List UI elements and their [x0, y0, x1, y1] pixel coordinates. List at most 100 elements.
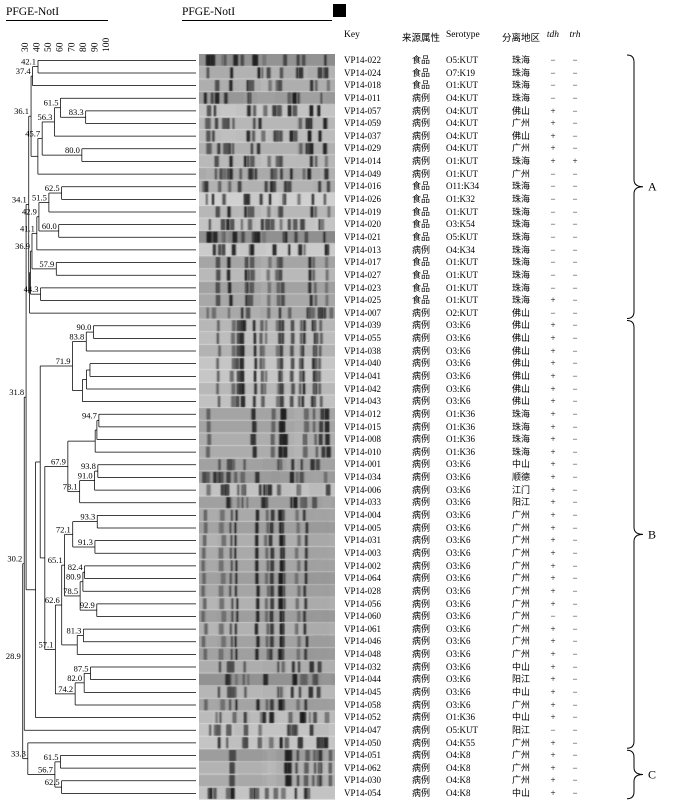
similarity-label: 28.9: [6, 651, 21, 661]
corner-marker: [333, 4, 346, 17]
cell-region: 珠海: [511, 231, 530, 242]
cell-region: 广州: [511, 547, 530, 558]
cell-region: 广州: [511, 636, 530, 647]
cell-serotype: O11:K34: [446, 181, 480, 192]
cell-trh: −: [572, 383, 578, 394]
cell-region: 佛山: [511, 358, 530, 369]
cell-region: 珠海: [511, 181, 530, 192]
cell-region: 珠海: [511, 206, 530, 217]
column-header-key: Key: [344, 30, 360, 40]
column-header-trh: trh: [569, 30, 581, 40]
cell-region: 广州: [511, 775, 530, 786]
cell-trh: −: [572, 724, 578, 735]
cell-region: 珠海: [511, 269, 530, 280]
cell-serotype: O3:K6: [446, 497, 471, 508]
cell-tdh: +: [550, 598, 556, 609]
cell-region: 佛山: [511, 333, 530, 344]
cell-tdh: +: [550, 687, 556, 697]
cell-serotype: O3:K6: [446, 547, 471, 558]
cell-trh: −: [572, 345, 578, 356]
cell-region: 佛山: [511, 320, 530, 331]
cell-tdh: +: [550, 762, 556, 773]
cell-source: 病例: [411, 560, 430, 571]
cell-key: VP14-006: [344, 484, 382, 495]
cluster-brace-A: [626, 54, 644, 319]
cell-region: 佛山: [511, 105, 530, 116]
cell-region: 广州: [511, 699, 530, 710]
cell-trh: −: [572, 573, 578, 584]
cell-serotype: O1:KUT: [446, 269, 478, 280]
cell-tdh: +: [550, 320, 556, 331]
scale-tick-label: 80: [79, 42, 89, 52]
cell-key: VP14-011: [344, 92, 381, 103]
cell-source: 病例: [411, 497, 430, 508]
similarity-label: 67.9: [51, 456, 66, 466]
similarity-label: 65.1: [48, 555, 63, 565]
cell-tdh: +: [550, 333, 556, 344]
cell-serotype: O3:K6: [446, 510, 471, 521]
cell-source: 食品: [411, 282, 430, 293]
cell-region: 广州: [511, 168, 530, 179]
cell-region: 佛山: [511, 396, 530, 407]
similarity-label: 34.1: [12, 195, 27, 205]
column-header-tdh: tdh: [546, 30, 560, 40]
cell-source: 病例: [411, 143, 430, 154]
cluster-brace-C: [626, 749, 644, 800]
cell-source: 病例: [411, 522, 430, 533]
cell-region: 珠海: [511, 408, 530, 419]
cell-serotype: O1:KUT: [446, 206, 478, 217]
cell-source: 病例: [411, 598, 430, 609]
cell-serotype: O4:K8: [446, 762, 471, 773]
cell-key: VP14-008: [344, 434, 382, 445]
cell-source: 病例: [411, 775, 430, 786]
cell-trh: −: [572, 396, 578, 407]
similarity-label: 90.0: [77, 322, 92, 332]
cell-key: VP14-028: [344, 585, 382, 596]
cell-region: 珠海: [511, 446, 530, 457]
cell-source: 病例: [411, 484, 430, 495]
cell-source: 病例: [411, 434, 430, 445]
cell-tdh: +: [550, 408, 556, 419]
cell-key: VP14-021: [344, 231, 382, 242]
cell-key: VP14-019: [344, 206, 382, 217]
cell-serotype: O3:K6: [446, 560, 471, 571]
cell-trh: −: [572, 55, 578, 65]
cell-serotype: O3:K6: [446, 649, 471, 660]
cell-source: 病例: [411, 510, 430, 521]
cell-region: 广州: [511, 118, 530, 129]
cell-key: VP14-054: [344, 788, 382, 799]
cell-source: 病例: [411, 724, 430, 735]
cell-region: 广州: [511, 560, 530, 571]
scale-tick-label: 90: [90, 42, 100, 52]
similarity-label: 42.1: [21, 57, 36, 67]
cell-source: 病例: [411, 661, 430, 672]
cluster-label-C: C: [648, 767, 656, 781]
similarity-label: 91.0: [78, 471, 93, 481]
cell-trh: −: [572, 750, 578, 761]
cell-region: 广州: [511, 737, 530, 748]
similarity-label: 62.5: [45, 183, 60, 193]
cell-tdh: +: [550, 295, 556, 306]
cell-tdh: +: [550, 649, 556, 660]
cell-trh: −: [572, 434, 578, 445]
cell-tdh: −: [550, 168, 556, 179]
cell-source: 病例: [411, 636, 430, 647]
cell-region: 广州: [511, 649, 530, 660]
cell-trh: −: [572, 472, 578, 483]
scale-tick-label: 50: [44, 42, 54, 52]
cell-trh: −: [572, 623, 578, 634]
cell-serotype: O1:KUT: [446, 156, 478, 167]
cell-serotype: O3:K6: [446, 472, 471, 483]
cell-trh: −: [572, 547, 578, 558]
